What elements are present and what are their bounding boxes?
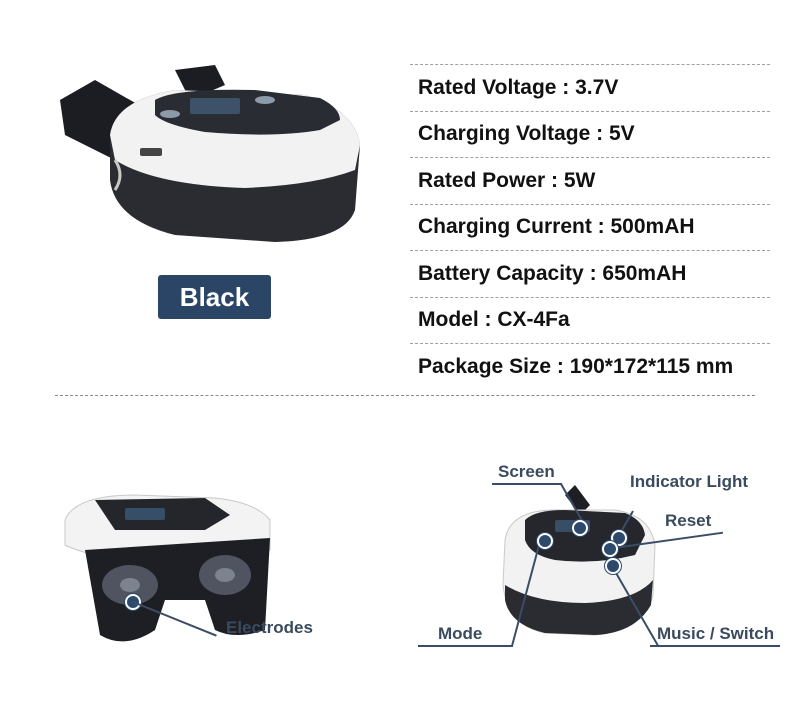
- eye-massager-closed-image: [60, 65, 360, 242]
- section-divider: [55, 395, 755, 396]
- music-switch-leader-line-h: [650, 645, 780, 647]
- indicator-light-label: Indicator Light: [630, 472, 749, 491]
- reset-label: Reset: [665, 511, 712, 530]
- spec-rated-voltage: Rated Voltage : 3.7V: [410, 64, 770, 111]
- spec-charging-current: Charging Current : 500mAH: [410, 203, 770, 251]
- spec-battery-capacity: Battery Capacity : 650mAH: [410, 250, 770, 297]
- screen-label: Screen: [498, 462, 555, 481]
- screen-leader-line-h: [492, 483, 562, 485]
- specs-list: Rated Voltage : 3.7V Charging Voltage : …: [410, 64, 770, 390]
- color-label-black: Black: [158, 275, 271, 319]
- music-switch-marker: [605, 558, 621, 574]
- spec-package-size: Package Size : 190*172*115 mm: [410, 343, 770, 390]
- mode-marker: [537, 533, 553, 549]
- mode-leader-line-h: [418, 645, 513, 647]
- mode-label: Mode: [438, 624, 483, 643]
- spec-rated-power: Rated Power : 5W: [410, 157, 770, 204]
- electrodes-label: Electrodes: [226, 618, 313, 637]
- reset-marker: [602, 541, 618, 557]
- music-switch-label: Music / Switch: [657, 624, 775, 643]
- spec-model: Model : CX-4Fa: [410, 296, 770, 344]
- spec-charging-voltage: Charging Voltage : 5V: [410, 110, 770, 158]
- screen-marker: [572, 520, 588, 536]
- eye-massager-open-image: [64, 494, 271, 642]
